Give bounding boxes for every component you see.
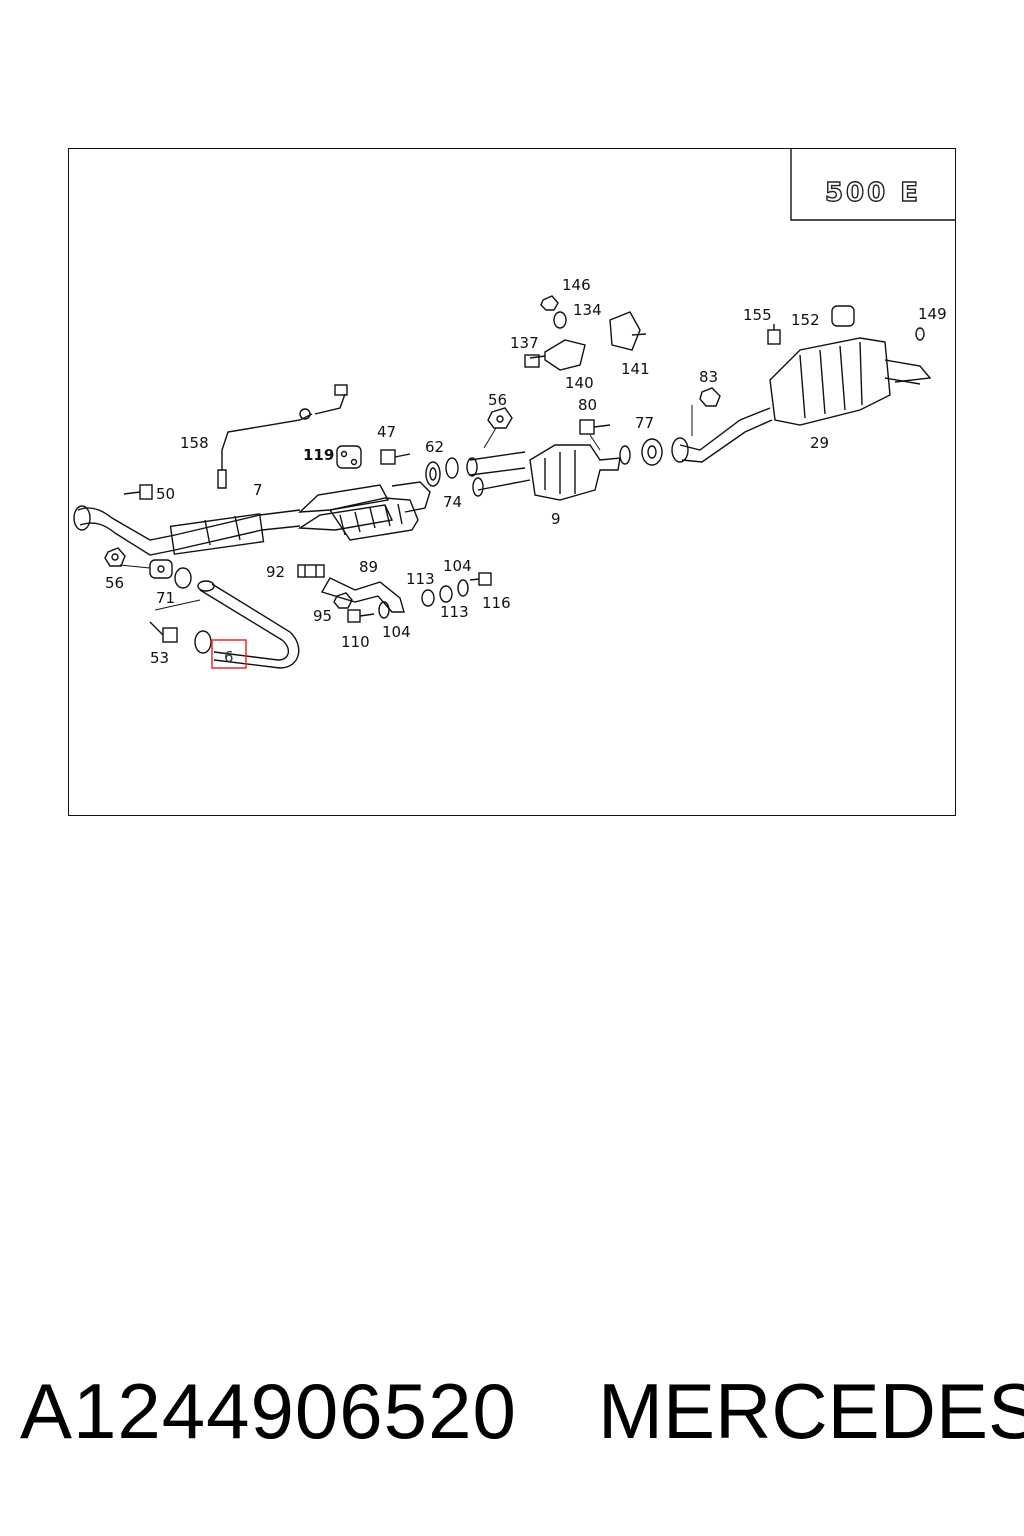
part-label-56-top: 56 — [488, 391, 507, 409]
part-label-116: 116 — [482, 594, 511, 612]
model-badge: 500 E — [790, 148, 956, 221]
nut-95 — [333, 592, 353, 609]
middle-resonator — [466, 444, 631, 501]
part-label-50: 50 — [156, 485, 175, 503]
part-number: A1244906520 — [20, 1367, 517, 1455]
gasket-77 — [641, 438, 663, 466]
part-label-95: 95 — [313, 607, 332, 625]
catalytic-converter — [297, 481, 431, 541]
part-label-74: 74 — [443, 493, 462, 511]
part-label-6: 6 — [224, 648, 234, 666]
nut-56-center — [524, 354, 540, 368]
part-label-152: 152 — [791, 311, 820, 329]
washer-104-lower — [378, 601, 390, 619]
part-label-83: 83 — [699, 368, 718, 386]
part-label-149: 149 — [918, 305, 947, 323]
rubber-113-b — [439, 585, 453, 603]
flange-119 — [336, 445, 362, 469]
part-label-141: 141 — [621, 360, 650, 378]
part-label-9: 9 — [551, 510, 561, 528]
part-label-71: 71 — [156, 589, 175, 607]
exhaust-system-diagram: 500 E — [73, 148, 956, 669]
front-pipe — [73, 505, 301, 556]
bolt-47 — [380, 449, 411, 465]
bracket-141 — [609, 311, 647, 351]
hanger-137 — [529, 339, 586, 371]
part-label-140: 140 — [565, 374, 594, 392]
part-label-62: 62 — [425, 438, 444, 456]
washer-134 — [553, 311, 567, 329]
gasket-62 — [425, 461, 441, 487]
leader-lines — [119, 405, 693, 611]
part-label-80: 80 — [578, 396, 597, 414]
part-label-134: 134 — [573, 301, 602, 319]
highlight-box-6 — [211, 639, 247, 669]
bolt-80 — [579, 419, 611, 435]
part-label-137: 137 — [510, 334, 539, 352]
part-label-113-bottom: 113 — [440, 603, 469, 621]
bolt-50 — [123, 484, 153, 500]
part-label-29: 29 — [810, 434, 829, 452]
part-label-77: 77 — [635, 414, 654, 432]
rear-muffler — [769, 337, 932, 426]
model-badge-text: 500 E — [825, 178, 921, 208]
flange-152 — [831, 305, 855, 327]
pipe-6 — [194, 580, 300, 669]
bolt-110 — [347, 609, 375, 623]
part-labels: 146 134 137 140 141 155 152 149 83 29 56… — [105, 276, 947, 667]
part-label-146: 146 — [562, 276, 591, 294]
oxygen-sensor — [217, 384, 348, 489]
rubber-113-a — [421, 589, 435, 607]
part-label-104-lower: 104 — [382, 623, 411, 641]
part-label-47: 47 — [377, 423, 396, 441]
part-label-53: 53 — [150, 649, 169, 667]
part-label-119: 119 — [303, 446, 334, 464]
part-label-56-left: 56 — [105, 574, 124, 592]
part-label-113-top: 113 — [406, 570, 435, 588]
part-label-110: 110 — [341, 633, 370, 651]
clamp-92 — [297, 564, 325, 578]
part-label-104-upper: 104 — [443, 557, 472, 575]
bracket-89 — [320, 577, 405, 613]
nut-56-top — [487, 407, 513, 429]
nut-83 — [699, 387, 721, 407]
gasket-74 — [445, 457, 459, 479]
rear-pipe — [671, 407, 773, 463]
flange-left — [149, 559, 173, 579]
bolt-116 — [469, 572, 492, 586]
part-label-89: 89 — [359, 558, 378, 576]
bolt-53 — [149, 621, 178, 643]
brand-name: MERCEDES — [598, 1367, 1024, 1455]
gasket-71 — [174, 567, 192, 589]
washer-149 — [915, 327, 925, 341]
part-label-92: 92 — [266, 563, 285, 581]
washer-104-upper — [457, 579, 469, 597]
nut-56-left — [104, 547, 126, 567]
diagram-frame — [68, 148, 956, 816]
nut-146 — [540, 295, 559, 311]
part-label-7: 7 — [253, 481, 263, 499]
part-label-155: 155 — [743, 306, 772, 324]
hanger-155 — [767, 324, 781, 345]
part-label-158: 158 — [180, 434, 209, 452]
